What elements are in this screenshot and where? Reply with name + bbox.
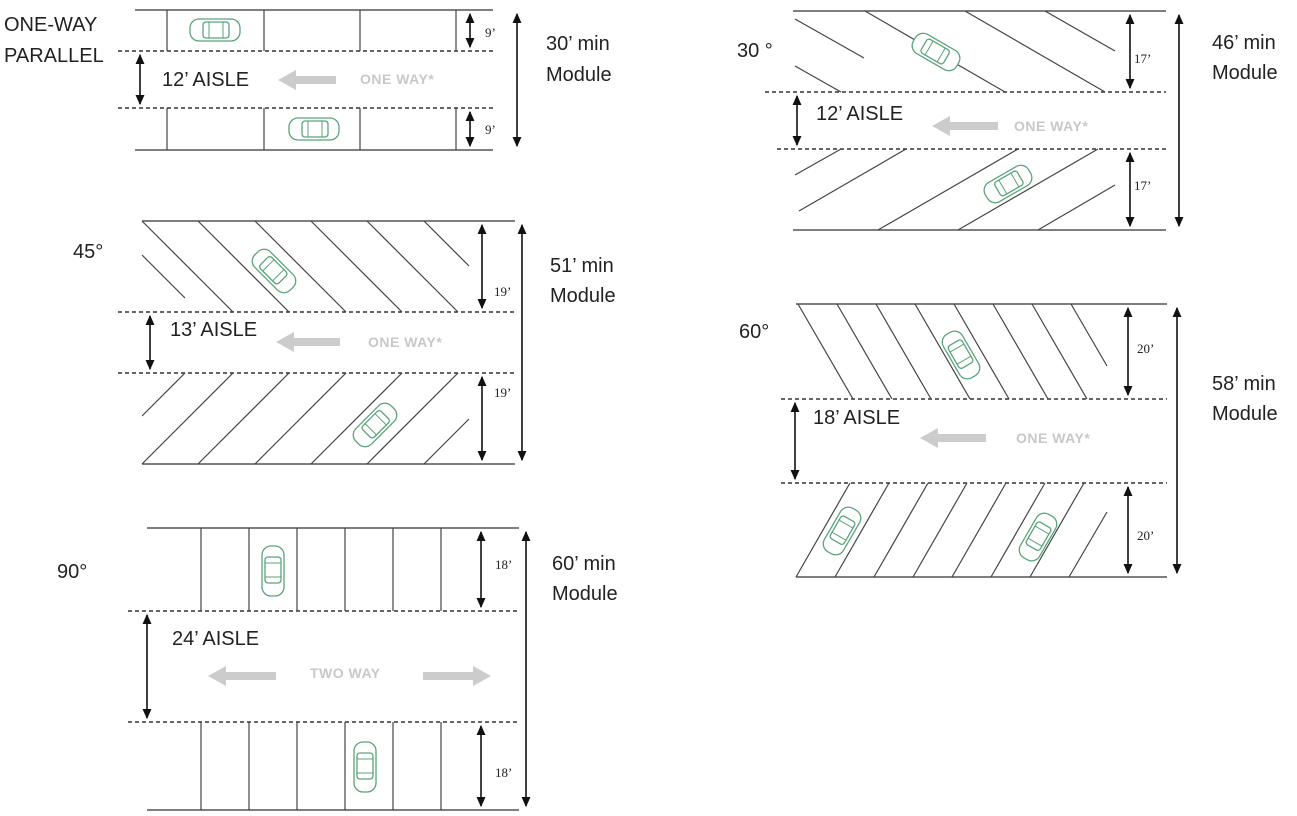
car-icon (980, 161, 1036, 207)
deg30-stall-lines (794, 10, 1116, 231)
car-icon (247, 244, 301, 298)
deg60-module-line1: 58’ min (1212, 373, 1276, 395)
car-icon (353, 741, 377, 793)
deg45-direction-label: ONE WAY* (368, 334, 442, 350)
deg60-stall-lines (795, 303, 1108, 578)
deg45-stall-top-label: 19’ (494, 284, 511, 299)
deg30-diagram: 30 ° 12’ AISLE ONE WAY* 17’ 17’ (737, 10, 1278, 231)
parallel-module-line2: Module (546, 64, 612, 86)
deg60-module-line2: Module (1212, 403, 1278, 425)
deg45-title: 45° (73, 241, 103, 263)
parallel-stall-bottom-label: 9’ (485, 122, 496, 137)
deg30-direction-label: ONE WAY* (1014, 118, 1088, 134)
parallel-module-line1: 30’ min (546, 33, 610, 55)
deg60-diagram: 60° 18’ AISLE (739, 303, 1278, 578)
car-icon (819, 503, 865, 559)
parallel-stall-lines (166, 10, 457, 150)
deg45-aisle-label: 13’ AISLE (170, 319, 257, 341)
parallel-diagram: ONE-WAY PARALLEL 12’ AISLE ONE WAY* 9’ 9… (4, 9, 612, 151)
deg30-stall-bottom-label: 17’ (1134, 178, 1151, 193)
deg30-module-line1: 46’ min (1212, 32, 1276, 54)
deg45-module-line2: Module (550, 285, 616, 307)
deg60-direction-label: ONE WAY* (1016, 430, 1090, 446)
deg90-direction-label: TWO WAY (310, 665, 381, 681)
two-way-arrow-icon (208, 666, 491, 686)
car-icon (189, 18, 241, 42)
deg30-aisle-label: 12’ AISLE (816, 103, 903, 125)
deg90-stall-lines (200, 528, 442, 810)
car-icon (261, 545, 285, 597)
deg60-title: 60° (739, 321, 769, 343)
deg90-stall-bottom-label: 18’ (495, 765, 512, 780)
car-icon (908, 29, 964, 75)
deg30-module-line2: Module (1212, 62, 1278, 84)
one-way-arrow-icon (932, 116, 998, 136)
deg45-stall-bottom-label: 19’ (494, 385, 511, 400)
deg45-diagram: 45° 13’ AISLE ONE WAY (73, 220, 616, 465)
deg45-stall-lines (141, 220, 470, 465)
deg90-module-line2: Module (552, 583, 618, 605)
parallel-title-line2: PARALLEL (4, 45, 104, 67)
deg90-diagram: 90° 24’ AISLE TWO WAY 18’ (57, 527, 618, 811)
deg60-stall-top-label: 20’ (1137, 341, 1154, 356)
parallel-direction-label: ONE WAY* (360, 71, 434, 87)
one-way-arrow-icon (278, 70, 336, 90)
parallel-title-line1: ONE-WAY (4, 14, 97, 36)
parallel-aisle-label: 12’ AISLE (162, 69, 249, 91)
car-icon (938, 327, 984, 383)
car-icon (348, 398, 402, 452)
deg90-title: 90° (57, 561, 87, 583)
deg90-stall-top-label: 18’ (495, 557, 512, 572)
deg90-module-line1: 60’ min (552, 553, 616, 575)
deg90-aisle-label: 24’ AISLE (172, 628, 259, 650)
deg60-stall-bottom-label: 20’ (1137, 528, 1154, 543)
one-way-arrow-icon (920, 428, 986, 448)
deg30-stall-top-label: 17’ (1134, 51, 1151, 66)
deg45-module-line1: 51’ min (550, 255, 614, 277)
deg30-title: 30 ° (737, 40, 773, 62)
one-way-arrow-icon (276, 332, 340, 352)
deg60-aisle-label: 18’ AISLE (813, 407, 900, 429)
parallel-stall-top-label: 9’ (485, 25, 496, 40)
car-icon (288, 117, 340, 141)
